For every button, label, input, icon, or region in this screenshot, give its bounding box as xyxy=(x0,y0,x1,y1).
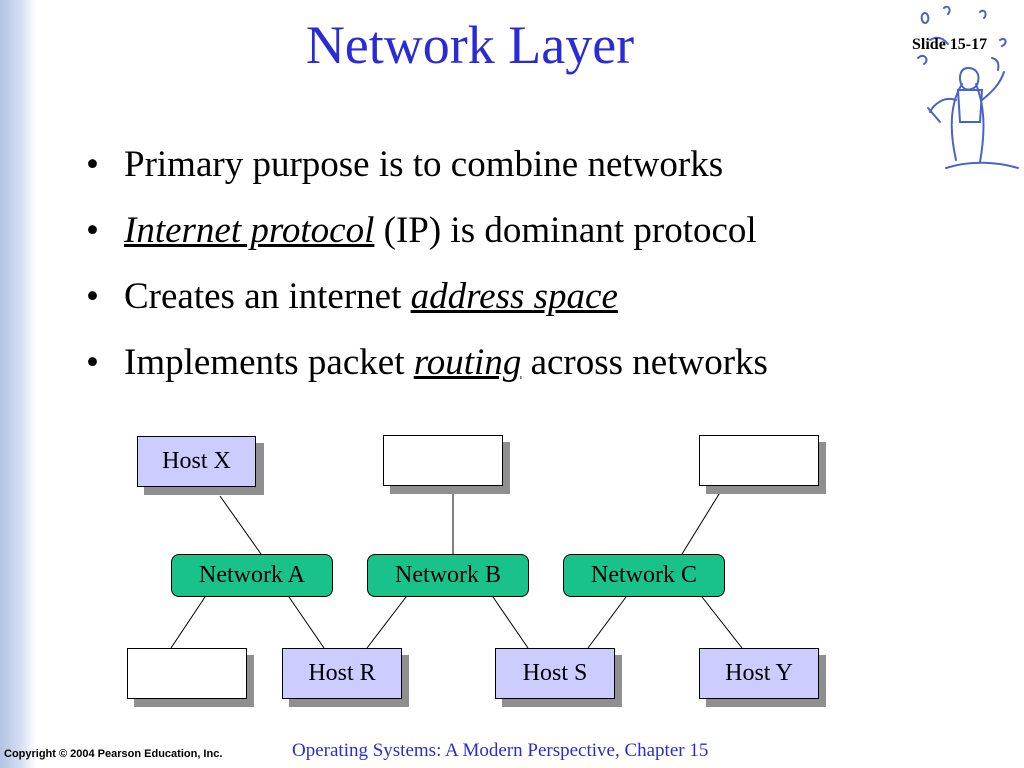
side-gradient-bar xyxy=(0,0,36,768)
link-topright-netc xyxy=(681,485,725,555)
bullet-item: • Creates an internet address space xyxy=(86,264,768,330)
copyright-text: Copyright © 2004 Pearson Education, Inc. xyxy=(4,748,223,760)
bullet-dot: • xyxy=(86,210,99,251)
link-netb-hostr xyxy=(366,596,407,649)
link-neta-bottomleft xyxy=(170,596,206,649)
host-box-bottom-left xyxy=(127,648,247,699)
host-y-box: Host Y xyxy=(699,648,819,699)
bullet-emphasis: address space xyxy=(410,276,618,317)
bullet-text: Implements packet xyxy=(124,342,414,383)
link-netc-hosts xyxy=(587,596,627,649)
musician-clipart-icon xyxy=(917,5,1019,169)
bullet-item: • Internet protocol (IP) is dominant pro… xyxy=(86,198,768,264)
link-hostx-neta xyxy=(219,495,262,555)
bullet-emphasis: Internet protocol xyxy=(124,210,375,251)
bullet-item: • Primary purpose is to combine networks xyxy=(86,132,768,198)
bullet-dot: • xyxy=(86,342,99,383)
host-x-box: Host X xyxy=(137,436,256,487)
bullet-text: across networks xyxy=(521,342,768,383)
bullet-emphasis: routing xyxy=(413,342,522,383)
book-footer: Operating Systems: A Modern Perspective,… xyxy=(292,740,709,761)
bullet-list: • Primary purpose is to combine networks… xyxy=(86,132,768,396)
link-neta-hostr xyxy=(288,596,325,649)
bullet-text: (IP) is dominant protocol xyxy=(374,210,757,251)
host-r-box: Host R xyxy=(282,648,402,699)
slide-title: Network Layer xyxy=(305,15,635,75)
host-box-top-middle xyxy=(383,435,503,486)
network-a-box: Network A xyxy=(171,554,333,597)
network-c-box: Network C xyxy=(563,554,725,597)
bullet-text: Primary purpose is to combine networks xyxy=(124,144,724,185)
bullet-text: Creates an internet xyxy=(124,276,411,317)
bullet-item: • Implements packet routing across netwo… xyxy=(86,330,768,396)
host-box-top-right xyxy=(699,435,819,486)
network-b-box: Network B xyxy=(367,554,529,597)
bullet-dot: • xyxy=(86,276,99,317)
bullet-dot: • xyxy=(86,144,99,185)
slide-number: Slide 15-17 xyxy=(912,36,988,53)
link-netb-hosts xyxy=(492,596,529,649)
host-s-box: Host S xyxy=(495,648,615,699)
link-netc-hosty xyxy=(701,596,743,649)
